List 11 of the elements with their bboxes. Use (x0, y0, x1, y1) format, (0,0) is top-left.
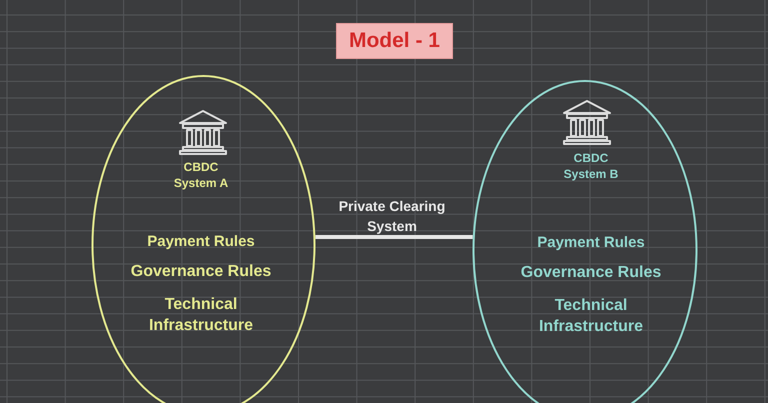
infrastructure-label: Technical Infrastructure (538, 296, 644, 337)
title: Model - 1 (336, 23, 453, 59)
system-name: CBDC System B (562, 150, 620, 182)
edge-label: Private Clearing System (338, 197, 446, 236)
rule-label: Payment Rules (536, 234, 646, 252)
connector-line (315, 235, 473, 239)
rule-label: Governance Rules (520, 263, 662, 282)
rule-label: Payment Rules (146, 233, 256, 251)
infrastructure-label: Technical Infrastructure (148, 295, 254, 336)
rule-label: Governance Rules (130, 262, 272, 281)
system-name: CBDC System A (172, 159, 230, 191)
